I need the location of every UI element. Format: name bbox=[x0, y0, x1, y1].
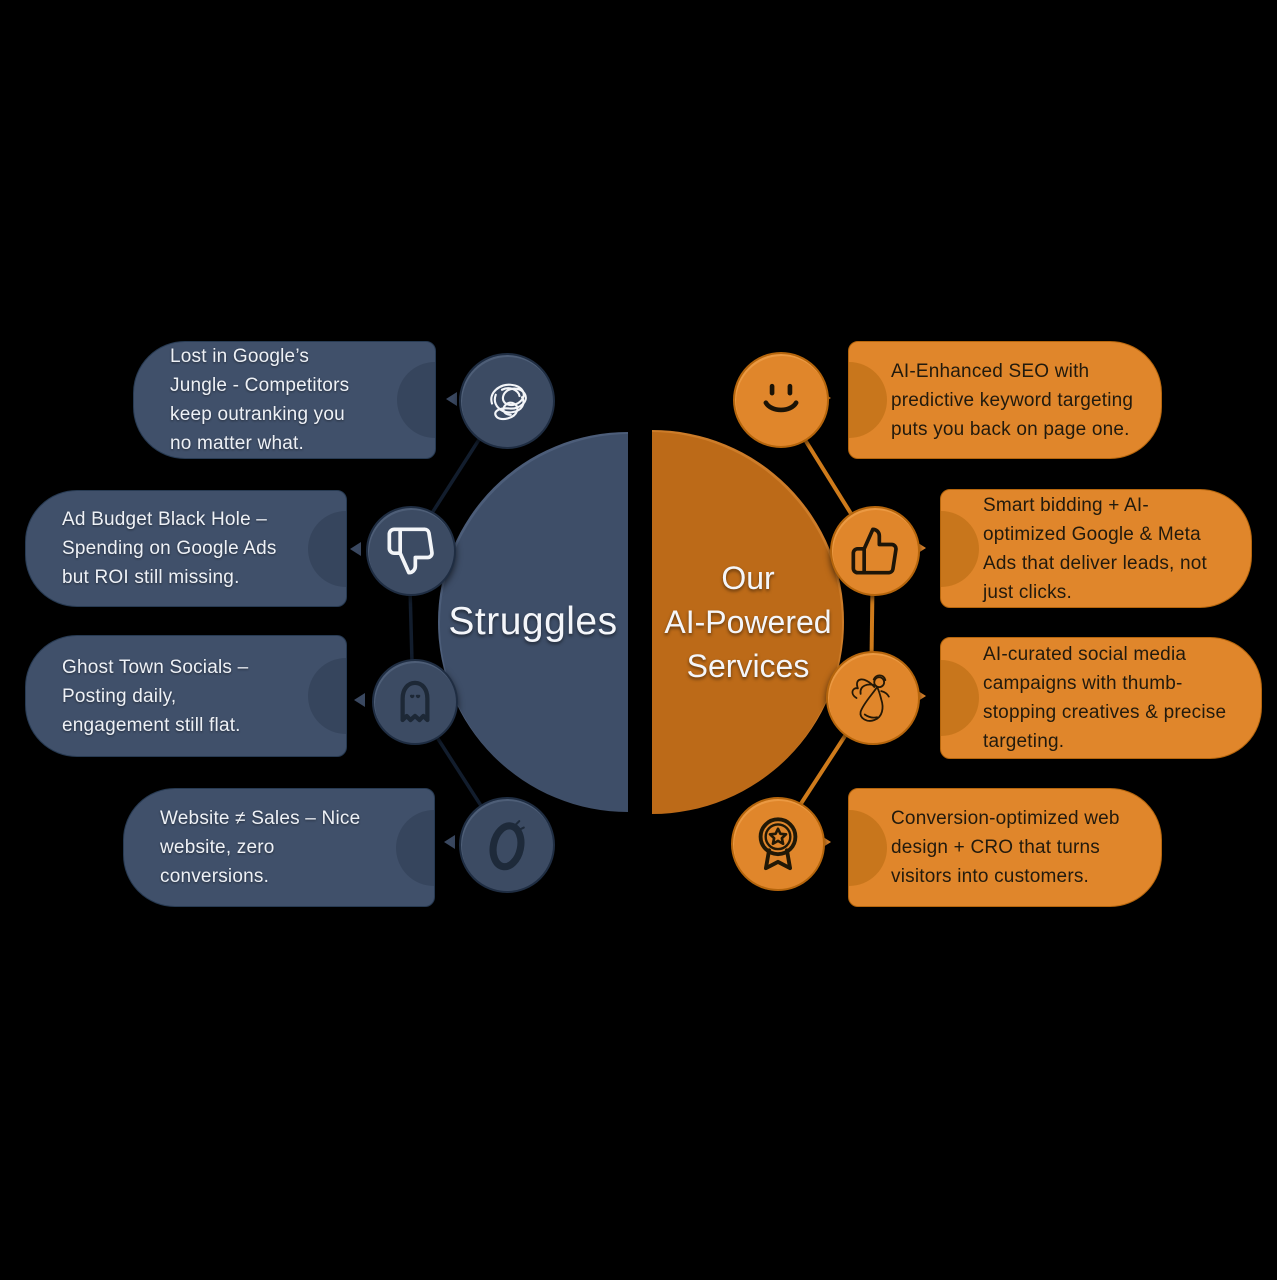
connector-arrow-left-icon bbox=[354, 693, 365, 707]
struggle-text-3: Ghost Town Socials – Posting daily, enga… bbox=[62, 656, 249, 736]
connector-arrow-left-icon bbox=[444, 835, 455, 849]
zero-icon bbox=[459, 797, 555, 893]
struggle-text-1: Lost in Google’s Jungle - Competitors ke… bbox=[170, 346, 350, 454]
angel-icon bbox=[826, 651, 920, 745]
struggle-text-2: Ad Budget Black Hole – Spending on Googl… bbox=[62, 509, 277, 588]
service-card-2: Smart bidding + AI-optimized Google & Me… bbox=[940, 489, 1252, 608]
connector-arrow-right-icon bbox=[915, 541, 926, 555]
connector-arrow-left-icon bbox=[350, 542, 361, 556]
connector-arrow-right-icon bbox=[915, 689, 926, 703]
struggle-card-2: Ad Budget Black Hole – Spending on Googl… bbox=[25, 490, 347, 607]
struggle-card-1: Lost in Google’s Jungle - Competitors ke… bbox=[133, 341, 436, 459]
struggle-card-3: Ghost Town Socials – Posting daily, enga… bbox=[25, 635, 347, 757]
connector-arrow-right-icon bbox=[820, 835, 831, 849]
service-card-4: Conversion-optimized web design + CRO th… bbox=[848, 788, 1162, 907]
smiley-icon bbox=[733, 352, 829, 448]
ghost-icon bbox=[372, 659, 458, 745]
services-title-line-2: AI-Powered bbox=[664, 604, 832, 640]
service-text-2: Smart bidding + AI-optimized Google & Me… bbox=[983, 494, 1208, 603]
thumbs-up-icon bbox=[830, 506, 920, 596]
services-title-line-3: Services bbox=[686, 648, 810, 684]
service-text-4: Conversion-optimized web design + CRO th… bbox=[891, 808, 1120, 887]
services-title: Our AI-Powered Services bbox=[664, 556, 831, 688]
connector-arrow-left-icon bbox=[446, 392, 457, 406]
service-card-1: AI-Enhanced SEO with predictive keyword … bbox=[848, 341, 1162, 459]
service-text-3: AI-curated social media campaigns with t… bbox=[983, 644, 1227, 752]
struggle-text-4: Website ≠ Sales – Nice website, zero con… bbox=[160, 808, 361, 887]
service-card-3: AI-curated social media campaigns with t… bbox=[940, 637, 1262, 759]
thumbs-down-icon bbox=[366, 506, 456, 596]
struggle-card-4: Website ≠ Sales – Nice website, zero con… bbox=[123, 788, 435, 907]
tangle-scribble-icon bbox=[459, 353, 555, 449]
service-text-1: AI-Enhanced SEO with predictive keyword … bbox=[891, 360, 1134, 440]
services-title-line-1: Our bbox=[721, 560, 775, 596]
award-medal-icon bbox=[731, 797, 825, 891]
struggles-title: Struggles bbox=[448, 600, 618, 643]
